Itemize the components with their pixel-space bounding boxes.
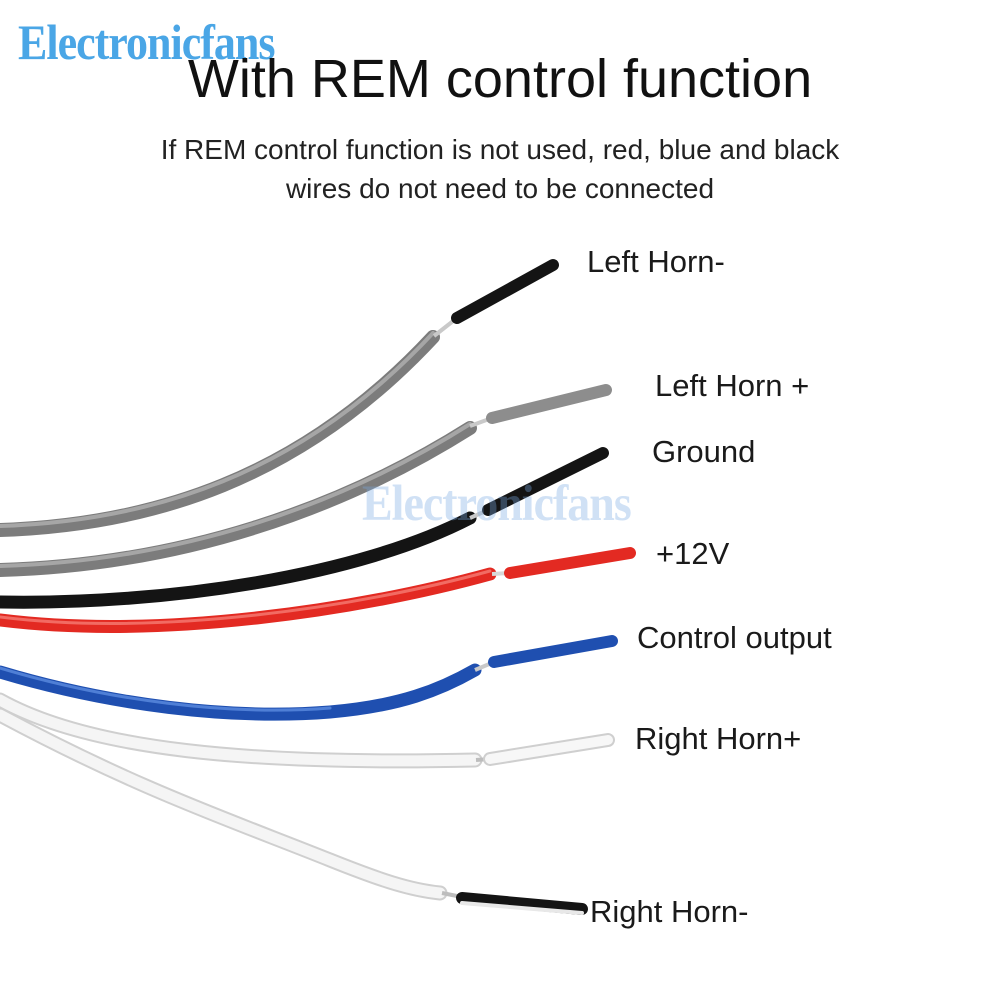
label-plus-12v: +12V bbox=[656, 536, 730, 571]
wire-left-horn-plus-tip bbox=[486, 384, 612, 424]
wire-right-horn-minus-tip bbox=[456, 892, 588, 915]
wire-plus-12v bbox=[0, 547, 636, 633]
wire-control-output-tip bbox=[488, 635, 618, 668]
wire-left-horn-plus bbox=[0, 384, 612, 577]
usage-note-line-1: If REM control function is not used, red… bbox=[160, 134, 840, 165]
wire-ground bbox=[0, 447, 609, 609]
label-left-horn-plus: Left Horn + bbox=[655, 368, 810, 403]
wire-control-output bbox=[0, 635, 618, 721]
wire-right-horn-minus-sheath bbox=[0, 707, 448, 901]
wire-control-output-sheath bbox=[0, 663, 482, 721]
label-ground: Ground bbox=[652, 434, 756, 469]
wire-right-horn-plus bbox=[0, 692, 615, 769]
wire-left-horn-minus bbox=[0, 259, 559, 537]
label-right-horn-plus: Right Horn+ bbox=[635, 721, 802, 756]
wire-left-horn-minus-tip bbox=[451, 259, 559, 324]
wire-left-horn-plus-sheath bbox=[0, 421, 477, 577]
wire-ground-sheath bbox=[0, 511, 477, 609]
usage-note-line-2: wires do not need to be connected bbox=[285, 173, 715, 204]
usage-note: If REM control function is not used, red… bbox=[0, 130, 1000, 208]
wire-left-horn-minus-sheath bbox=[0, 330, 440, 537]
label-control-output: Control output bbox=[637, 620, 832, 655]
wire-ground-tip bbox=[482, 447, 609, 516]
wire-plus-12v-tip bbox=[504, 547, 636, 579]
wire-right-horn-minus bbox=[0, 707, 588, 915]
brand-logo: Electronicfans bbox=[18, 15, 275, 71]
watermark: Electronicfans bbox=[362, 475, 632, 532]
wire-plus-12v-sheath bbox=[0, 567, 497, 633]
page-title: With REM control function bbox=[187, 49, 813, 109]
label-right-horn-minus: Right Horn- bbox=[590, 894, 749, 929]
label-left-horn-minus: Left Horn- bbox=[587, 244, 725, 279]
